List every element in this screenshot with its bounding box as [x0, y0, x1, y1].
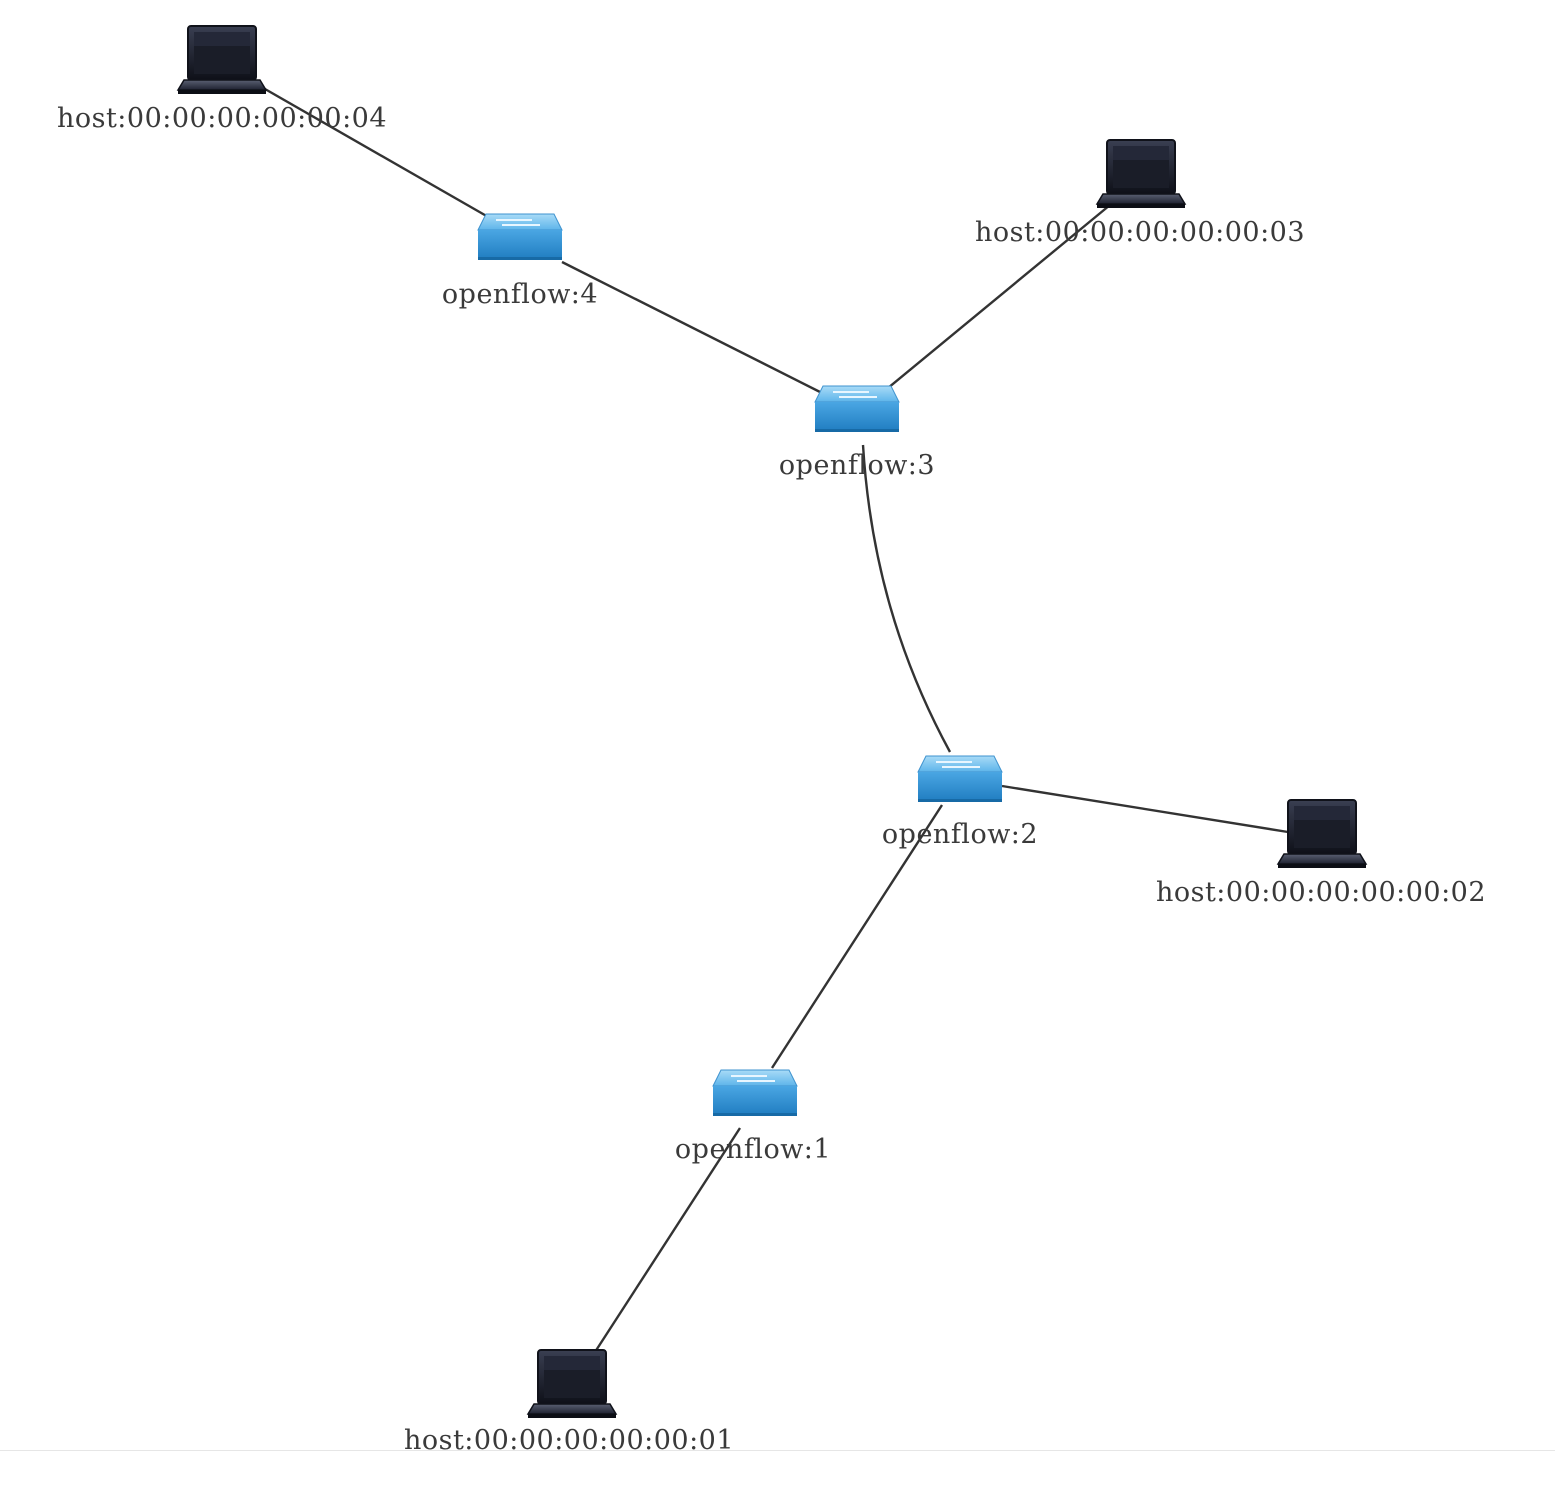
host-node-h3[interactable] — [1096, 139, 1186, 209]
switch-node-s2[interactable] — [917, 755, 1003, 803]
link-s2-s1 — [770, 804, 944, 1069]
switch-label-s1: openflow:1 — [675, 1134, 831, 1165]
bottom-divider — [0, 1450, 1555, 1451]
link-s3-s2 — [861, 444, 952, 753]
switch-label-s4: openflow:4 — [442, 279, 598, 310]
link-s2-h2 — [1001, 784, 1289, 834]
host-node-h1[interactable] — [527, 1349, 617, 1419]
link-h3-s3 — [887, 204, 1111, 389]
network-switch-icon — [814, 385, 900, 433]
host-computer-icon — [1096, 139, 1186, 209]
host-label-h4: host:00:00:00:00:00:04 — [57, 103, 387, 134]
switch-node-s4[interactable] — [477, 213, 563, 261]
host-computer-icon — [1277, 799, 1367, 869]
host-label-h2: host:00:00:00:00:00:02 — [1156, 877, 1486, 908]
network-switch-icon — [917, 755, 1003, 803]
host-node-h4[interactable] — [177, 25, 267, 95]
host-computer-icon — [177, 25, 267, 95]
link-s4-s3 — [561, 260, 823, 395]
host-computer-icon — [527, 1349, 617, 1419]
network-switch-icon — [477, 213, 563, 261]
switch-label-s3: openflow:3 — [779, 450, 935, 481]
network-switch-icon — [712, 1069, 798, 1117]
switch-label-s2: openflow:2 — [882, 819, 1038, 850]
links-layer — [257, 83, 1289, 1353]
switch-node-s3[interactable] — [814, 385, 900, 433]
link-s1-h1 — [593, 1127, 742, 1353]
host-node-h2[interactable] — [1277, 799, 1367, 869]
switch-node-s1[interactable] — [712, 1069, 798, 1117]
host-label-h1: host:00:00:00:00:00:01 — [404, 1425, 734, 1456]
link-h4-s4 — [257, 83, 491, 220]
host-label-h3: host:00:00:00:00:00:03 — [975, 217, 1305, 248]
